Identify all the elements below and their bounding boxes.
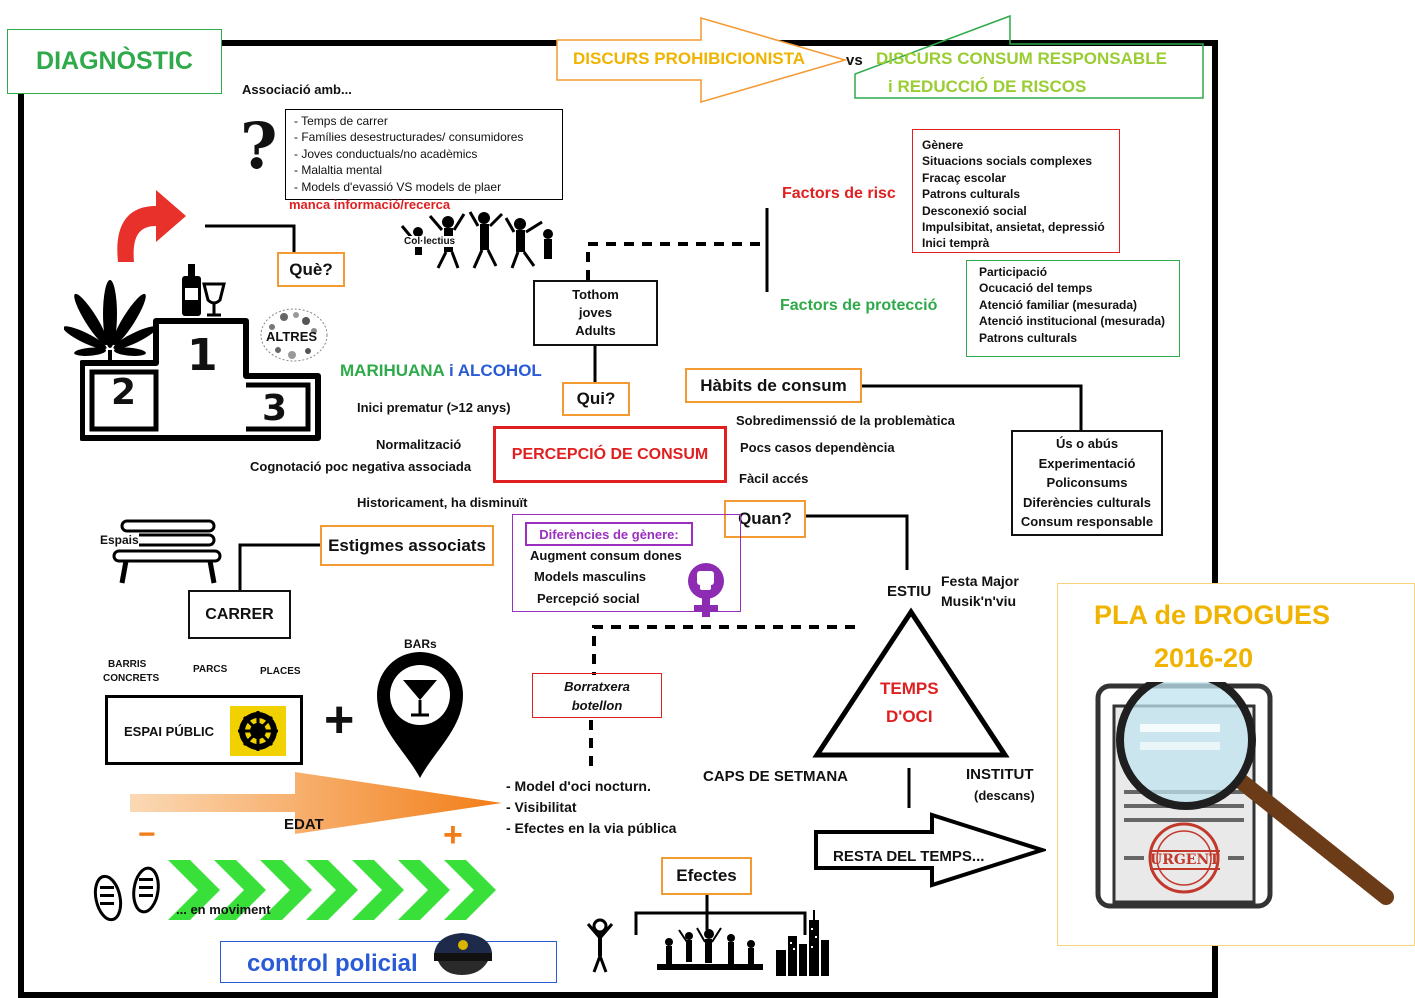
risk-factors-label: Factors de risc: [782, 185, 896, 202]
police-hat-icon: [434, 933, 492, 975]
magnifying-document-icon: [1095, 682, 1394, 909]
pills-icon: [260, 308, 328, 362]
perception-left-3: Cognotació poc negativa associada: [250, 459, 472, 474]
street-box: CARRER: [188, 590, 291, 639]
summer-label: ESTIU: [887, 583, 932, 600]
versus-label: vs: [846, 52, 863, 69]
podium-second: 2: [111, 372, 137, 413]
police-badge-icon: [230, 706, 286, 756]
gender-title: Diferències de gènere:: [525, 522, 693, 546]
discourse-arrows: [556, 14, 1204, 103]
podium-third: 3: [262, 388, 288, 429]
collectives-label: Col·lectius: [402, 236, 458, 247]
perception-left-2: Normalització: [376, 437, 462, 452]
rest-of-time-arrow: [814, 812, 1046, 888]
moving-label: ... en moviment: [176, 902, 271, 917]
plus-sign: +: [324, 691, 355, 749]
perception-right-2: Pocs casos dependència: [740, 440, 895, 455]
missing-info-note: manca informació/recerca: [289, 197, 451, 212]
prohibition-discourse: DISCURS PROHIBICIONISTA: [573, 49, 806, 68]
drug-plan-years: 2016-20: [1154, 643, 1254, 673]
binge-item-3: - Efectes en la via pública: [506, 820, 677, 836]
bottle-glass-icon: [182, 264, 226, 317]
responsible-discourse-2: i REDUCCIÓ DE RISCOS: [888, 77, 1087, 96]
police-control-box: control policial: [220, 941, 557, 983]
binge-item-2: - Visibilitat: [506, 799, 577, 815]
urgent-stamp: URGENT: [1150, 850, 1220, 870]
responsible-discourse-1: DISCURS CONSUM RESPONSABLE: [876, 49, 1167, 68]
neighbourhoods-1: BARRIS: [108, 659, 147, 670]
cannabis-leaf-icon: [64, 280, 156, 362]
diagnostic-title: DIAGNÒSTIC: [7, 29, 222, 94]
habits-list: Ús o abús Experimentació Policonsums Dif…: [1011, 430, 1163, 536]
effects-label: Efectes: [661, 857, 752, 895]
drug-plan-title: PLA de DROGUES: [1094, 600, 1331, 630]
squares-label: PLACES: [260, 666, 301, 677]
age-arrow: [130, 772, 502, 834]
festivals-2: Musik'n'viu: [941, 593, 1017, 609]
question-mark-icon: ?: [240, 109, 278, 184]
binge-item-1: - Model d'oci nocturn.: [506, 778, 651, 794]
perception-right-1: Sobredimenssió de la problemàtica: [736, 413, 955, 428]
movement-chevrons: [168, 860, 496, 920]
age-label: EDAT: [284, 816, 324, 833]
feminist-symbol-icon: [688, 563, 724, 617]
age-minus: −: [138, 818, 156, 851]
stigma-label: Estigmes associats: [320, 525, 494, 566]
bar-location-pin-icon: [377, 652, 463, 778]
protection-factors-list: Participació Ocucació del temps Atenció …: [966, 260, 1180, 357]
weekends-label: CAPS DE SETMANA: [703, 768, 849, 785]
age-plus: +: [443, 816, 463, 854]
others-label: ALTRES: [266, 329, 318, 344]
leisure-time-2: D'OCI: [886, 707, 933, 726]
public-space-box: ESPAI PÚBLIC: [105, 695, 303, 765]
bars-label: BARs: [404, 637, 437, 651]
city-skyline-icon: [776, 910, 829, 976]
school-sub-label: (descans): [974, 788, 1035, 803]
parks-label: PARCS: [193, 664, 228, 675]
perception-left-1: Inici prematur (>12 anys): [357, 400, 511, 415]
school-label: INSTITUT: [966, 766, 1034, 783]
perception-right-3: Fàcil accés: [739, 471, 809, 486]
bench-icon: [112, 519, 222, 584]
what-label: Què?: [277, 252, 345, 287]
association-title: Associació amb...: [242, 82, 352, 97]
leisure-time-1: TEMPS: [880, 679, 939, 698]
podium-first: 1: [187, 330, 218, 381]
gender-item-3: Percepció social: [537, 591, 640, 606]
neighbourhoods-2: CONCRETS: [103, 673, 160, 684]
protection-factors-label: Factors de protecció: [780, 297, 938, 314]
who-label: Qui?: [562, 382, 630, 416]
association-list: - Temps de carrer - Famílies desestructu…: [285, 109, 563, 200]
binge-box: Borratxera botellon: [532, 673, 662, 718]
gender-box: [512, 514, 741, 612]
habits-label: Hàbits de consum: [685, 368, 862, 403]
risk-factors-list: Gènere Situacions socials complexes Frac…: [912, 129, 1120, 253]
party-crowd-icon: [657, 927, 763, 970]
main-substances: MARIHUANA i ALCOHOL: [340, 361, 542, 380]
rest-of-time-label: RESTA DEL TEMPS...: [833, 848, 985, 865]
gender-item-2: Models masculins: [534, 569, 646, 584]
spaces-label: Espais: [100, 533, 139, 547]
when-label: Quan?: [724, 500, 806, 538]
festivals-1: Festa Major: [941, 573, 1019, 589]
curved-arrow-icon: [117, 190, 186, 262]
podium-icon: [80, 318, 321, 441]
footprints-icon: [93, 866, 160, 922]
person-icon: [586, 918, 614, 973]
perception-left-4: Historicament, ha disminuït: [357, 495, 528, 510]
perception-box: PERCEPCIÓ DE CONSUM: [493, 426, 727, 483]
gender-item-1: Augment consum dones: [530, 548, 682, 563]
who-groups-box: Tothom joves Adults: [533, 280, 658, 346]
